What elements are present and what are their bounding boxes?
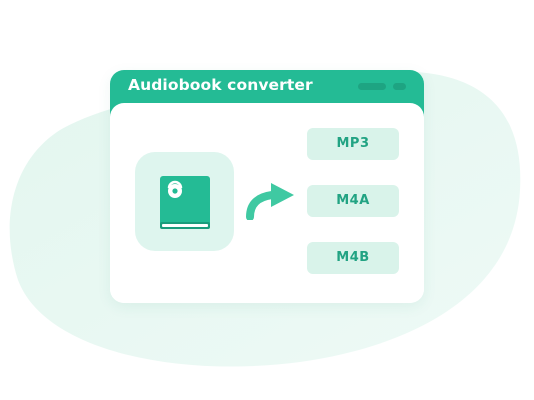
audiobook-tile [135,152,234,251]
audiobook-icon [160,176,210,229]
format-button-m4b[interactable]: M4B [307,242,399,274]
curved-arrow-icon [246,183,294,220]
window-control-pill[interactable] [358,83,386,90]
app-window: Audiobook converter MP3 M4A M4B [110,70,424,303]
converter-panel: MP3 M4A M4B [110,103,424,303]
window-control-dot[interactable] [393,83,406,90]
format-button-mp3[interactable]: MP3 [307,128,399,160]
format-button-m4a[interactable]: M4A [307,185,399,217]
window-title: Audiobook converter [128,76,313,94]
